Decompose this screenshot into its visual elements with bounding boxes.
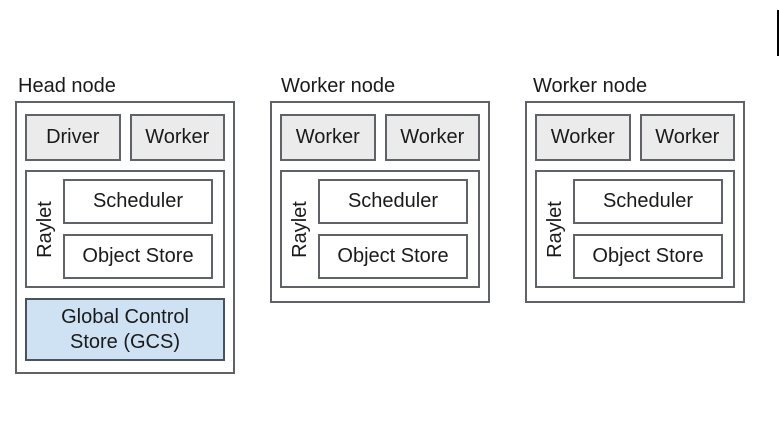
worker-process-box: Worker xyxy=(535,114,631,161)
worker-node-box: Worker Worker Raylet Scheduler Object St… xyxy=(270,101,490,303)
worker-process-box: Worker xyxy=(129,114,225,161)
worker-node-title: Worker node xyxy=(281,75,396,97)
head-node-group: Head node Driver Worker Raylet Scheduler… xyxy=(15,74,235,374)
worker-node-group-1: Worker node Worker Worker Raylet Schedul… xyxy=(270,74,490,303)
worker-process-box: Worker xyxy=(384,114,480,161)
object-store-box: Object Store xyxy=(63,234,213,279)
scheduler-box: Scheduler xyxy=(318,179,468,224)
worker-node-title: Worker node xyxy=(533,75,648,97)
raylet-components: Scheduler Object Store xyxy=(318,172,478,286)
head-node-box: Driver Worker Raylet Scheduler Object St… xyxy=(15,101,235,374)
raylet-label-strip: Raylet xyxy=(27,172,63,286)
object-store-box: Object Store xyxy=(573,234,723,279)
gcs-box: Global Control Store (GCS) xyxy=(25,298,225,361)
head-node-title: Head node xyxy=(18,75,116,97)
gcs-label-line2: Store (GCS) xyxy=(69,330,181,353)
raylet-label: Raylet xyxy=(543,200,566,258)
raylet-label-strip: Raylet xyxy=(537,172,573,286)
raylet-box: Raylet Scheduler Object Store xyxy=(280,170,480,288)
raylet-label-strip: Raylet xyxy=(282,172,318,286)
raylet-label: Raylet xyxy=(288,200,311,258)
raylet-components: Scheduler Object Store xyxy=(573,172,733,286)
worker-process-box: Worker xyxy=(280,114,376,161)
raylet-box: Raylet Scheduler Object Store xyxy=(25,170,225,288)
driver-process-box: Driver xyxy=(25,114,121,161)
scheduler-box: Scheduler xyxy=(63,179,213,224)
process-row: Driver Worker xyxy=(25,114,225,161)
worker-node-group-2: Worker node Worker Worker Raylet Schedul… xyxy=(525,74,745,303)
process-row: Worker Worker xyxy=(535,114,735,161)
raylet-box: Raylet Scheduler Object Store xyxy=(535,170,735,288)
gcs-label-line1: Global Control xyxy=(61,305,189,328)
scheduler-box: Scheduler xyxy=(573,179,723,224)
worker-process-box: Worker xyxy=(639,114,735,161)
raylet-components: Scheduler Object Store xyxy=(63,172,223,286)
raylet-label: Raylet xyxy=(33,200,56,258)
process-row: Worker Worker xyxy=(280,114,480,161)
worker-node-box: Worker Worker Raylet Scheduler Object St… xyxy=(525,101,745,303)
right-edge-line xyxy=(777,10,779,56)
object-store-box: Object Store xyxy=(318,234,468,279)
